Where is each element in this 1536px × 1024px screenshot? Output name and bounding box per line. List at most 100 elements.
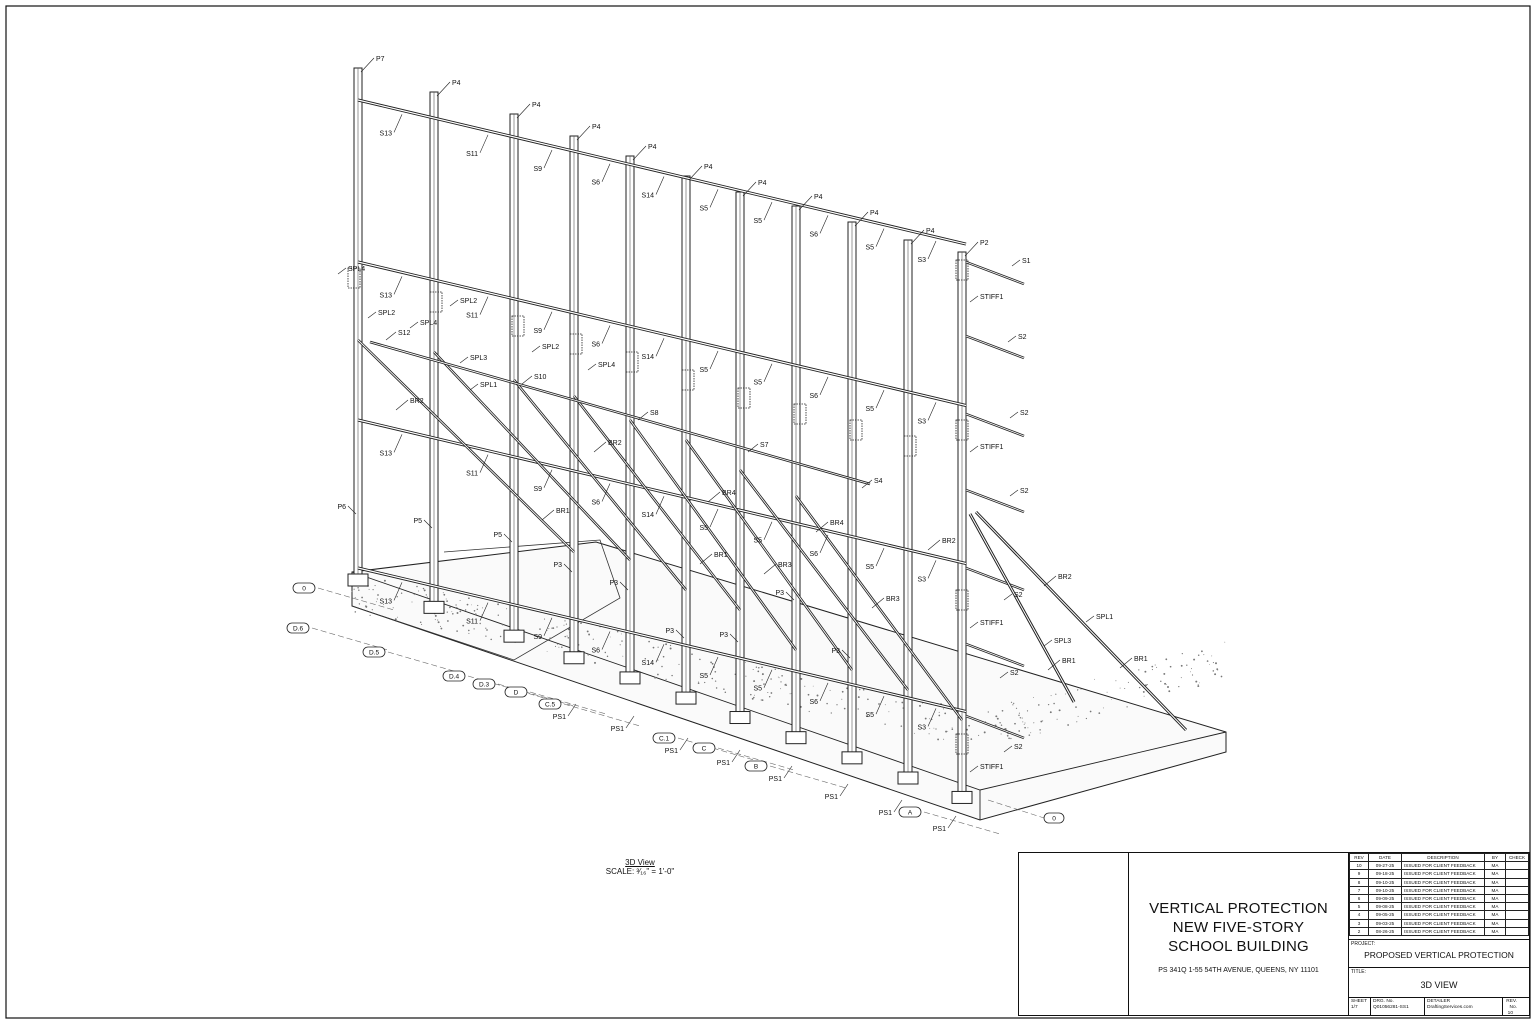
slab-speckle — [426, 596, 428, 598]
slab-speckle — [857, 696, 860, 699]
slab-speckle — [1138, 686, 1141, 689]
slab-speckle — [951, 727, 953, 729]
beam-beams_base-10-leader — [927, 708, 937, 727]
brace-inner-7 — [739, 469, 909, 691]
slab-speckle — [767, 691, 769, 694]
slab-speckle — [1203, 654, 1205, 656]
grid-label-2: D.6 — [293, 626, 304, 633]
revision-date: 09-05-25 — [1368, 910, 1402, 920]
brace-label-6: BR4 — [830, 520, 844, 527]
plate-label-2-leader — [367, 311, 377, 319]
beam-beams_base-7: S5 — [753, 686, 762, 693]
revision-check — [1505, 918, 1529, 928]
slab-speckle — [1212, 670, 1215, 672]
rev-header-rev: REV — [1349, 852, 1369, 863]
project-address: PS 341Q 1-55 54TH AVENUE, QUEENS, NY 111… — [1158, 967, 1319, 974]
slab-speckle — [619, 644, 621, 646]
outrigger-label-6: S2 — [1010, 670, 1019, 677]
slab-speckle — [661, 665, 663, 668]
brace-label-9: BR2 — [942, 538, 956, 545]
beam-beams_base-7-leader — [763, 669, 773, 688]
beam-beams_top-1: S13 — [380, 130, 393, 137]
slab-speckle — [459, 599, 461, 602]
slab-speckle — [1156, 666, 1158, 668]
revision-check — [1505, 894, 1529, 904]
slab-speckle — [901, 701, 904, 704]
revision-date: 09-09-25 — [1368, 894, 1402, 904]
slab-speckle — [1168, 690, 1171, 693]
beam-beams_low-6-leader — [709, 508, 719, 528]
slab-speckle — [587, 653, 590, 656]
plate-label-5: SPL2 — [542, 344, 559, 351]
slab-speckle — [715, 687, 718, 689]
beam-beams_low-9: S5 — [865, 564, 874, 571]
revision-by: MA — [1484, 894, 1506, 904]
slab-speckle — [777, 676, 779, 678]
slab-speckle — [588, 633, 591, 636]
slab-speckle — [400, 592, 403, 594]
slab-speckle — [451, 611, 453, 613]
post-label-lower-5-leader — [619, 581, 629, 591]
slab-speckle — [654, 676, 656, 679]
beam-beams_low-9-leader — [875, 548, 885, 567]
revision-date: 09-03-25 — [1368, 918, 1402, 928]
slab-speckle — [644, 658, 647, 660]
outrigger-inner-2 — [965, 335, 1025, 359]
slab-speckle — [1000, 733, 1002, 735]
beam-beams_top-2: S11 — [466, 151, 478, 158]
plate-label-1-leader — [337, 267, 347, 275]
plate-label-6-leader — [587, 363, 597, 371]
slab-speckle — [548, 628, 550, 630]
slab-speckle — [691, 653, 693, 655]
grid-bubble-8 — [652, 732, 676, 744]
outrigger-inner-1 — [965, 261, 1025, 285]
slab-speckle — [1019, 717, 1022, 719]
sheet-title: 3D VIEW — [1420, 980, 1458, 990]
beam-beams_base-1: S13 — [380, 598, 393, 605]
slab-speckle — [774, 668, 776, 670]
splice-plate-7 — [737, 387, 751, 409]
plate-label-9-leader — [969, 295, 979, 303]
base-plate-1 — [347, 573, 369, 587]
slab-speckle — [859, 688, 861, 691]
beam-beams_mid-2-leader — [479, 296, 489, 315]
plate-label-7: SPL3 — [470, 355, 487, 362]
slab-speckle — [1024, 722, 1026, 724]
slab-speckle — [933, 727, 935, 729]
view-scale: SCALE: ³⁄₁₆" = 1'-0" — [605, 867, 675, 876]
beam-beams_mid-8-leader — [819, 376, 829, 396]
grid-line-7 — [563, 703, 641, 727]
slab-speckle — [383, 604, 385, 605]
rev-header-by: BY — [1484, 852, 1506, 863]
project-name: PROPOSED VERTICAL PROTECTION — [1364, 950, 1514, 960]
beam-beams_mid-4: S6 — [591, 341, 600, 348]
slab-speckle — [354, 611, 357, 613]
plate-label-3-leader — [409, 321, 419, 329]
plate-label-14: SPL3 — [1054, 638, 1071, 645]
brace-label-5: BR1 — [714, 552, 728, 559]
slab-speckle — [357, 586, 359, 589]
slab-speckle — [751, 697, 754, 700]
outrigger-label-4-leader — [1009, 489, 1019, 497]
plate-label-11-leader — [969, 621, 979, 629]
slab-speckle — [1018, 730, 1021, 732]
slab-speckle — [551, 627, 553, 629]
revision-by: MA — [1484, 877, 1506, 887]
slab-speckle — [567, 637, 570, 639]
beam-beams_base-8-leader — [819, 682, 829, 702]
revision-rev: 8 — [1349, 877, 1369, 887]
detailer-cell: DETAILER DraftingServices.com — [1425, 998, 1503, 1015]
slab-speckle — [452, 613, 454, 615]
slab-speckle — [468, 597, 470, 600]
slab-speckle — [761, 679, 763, 681]
slab-speckle — [1026, 710, 1029, 712]
revision-rev: 2 — [1349, 926, 1369, 937]
splice-plate-4 — [569, 333, 583, 355]
slab-speckle — [1098, 712, 1101, 714]
beam-beams_mid-7-leader — [763, 363, 773, 382]
title-box: TITLE: 3D VIEW — [1349, 967, 1529, 998]
brace-label-8-leader — [871, 597, 885, 609]
slab-speckle — [808, 710, 810, 713]
